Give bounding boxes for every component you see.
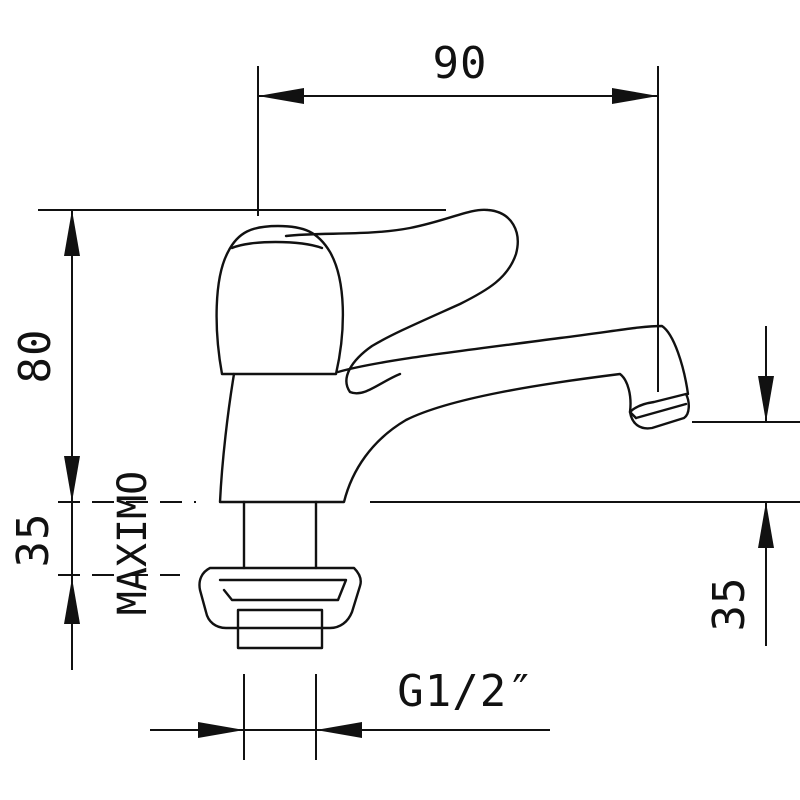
arrow-thread-left — [198, 722, 244, 738]
spout — [336, 324, 690, 396]
tap-outline — [198, 208, 690, 650]
arrow-up-head — [64, 210, 80, 256]
arrow-shank-up — [64, 578, 80, 624]
arrow-outlet-up — [758, 502, 774, 548]
height-label: 80 — [10, 329, 61, 384]
connector — [236, 608, 324, 650]
shank-label: 35 — [8, 513, 59, 568]
handle-cap — [215, 224, 345, 376]
base-nut — [198, 566, 362, 630]
aerator — [628, 392, 690, 430]
arrow-left-head — [612, 88, 658, 104]
arrow-thread-right — [316, 722, 362, 738]
arrow-outlet-down — [758, 376, 774, 422]
base-nut-inner — [218, 578, 348, 602]
dimension-lines — [38, 66, 800, 760]
handle-cap-band — [230, 240, 324, 250]
thread-label: G1/2″ — [397, 666, 534, 717]
aerator-ring — [634, 402, 688, 420]
outlet-label: 35 — [704, 577, 755, 632]
width-label: 90 — [433, 38, 488, 89]
body-column — [218, 372, 638, 504]
maximo-label: MAXIMO — [110, 471, 156, 616]
dimension-labels: 90 80 35 MAXIMO 35 G1/2″ — [8, 38, 755, 717]
lever-handle — [284, 208, 519, 395]
arrow-down-head — [64, 456, 80, 502]
arrow-right-head — [258, 88, 304, 104]
